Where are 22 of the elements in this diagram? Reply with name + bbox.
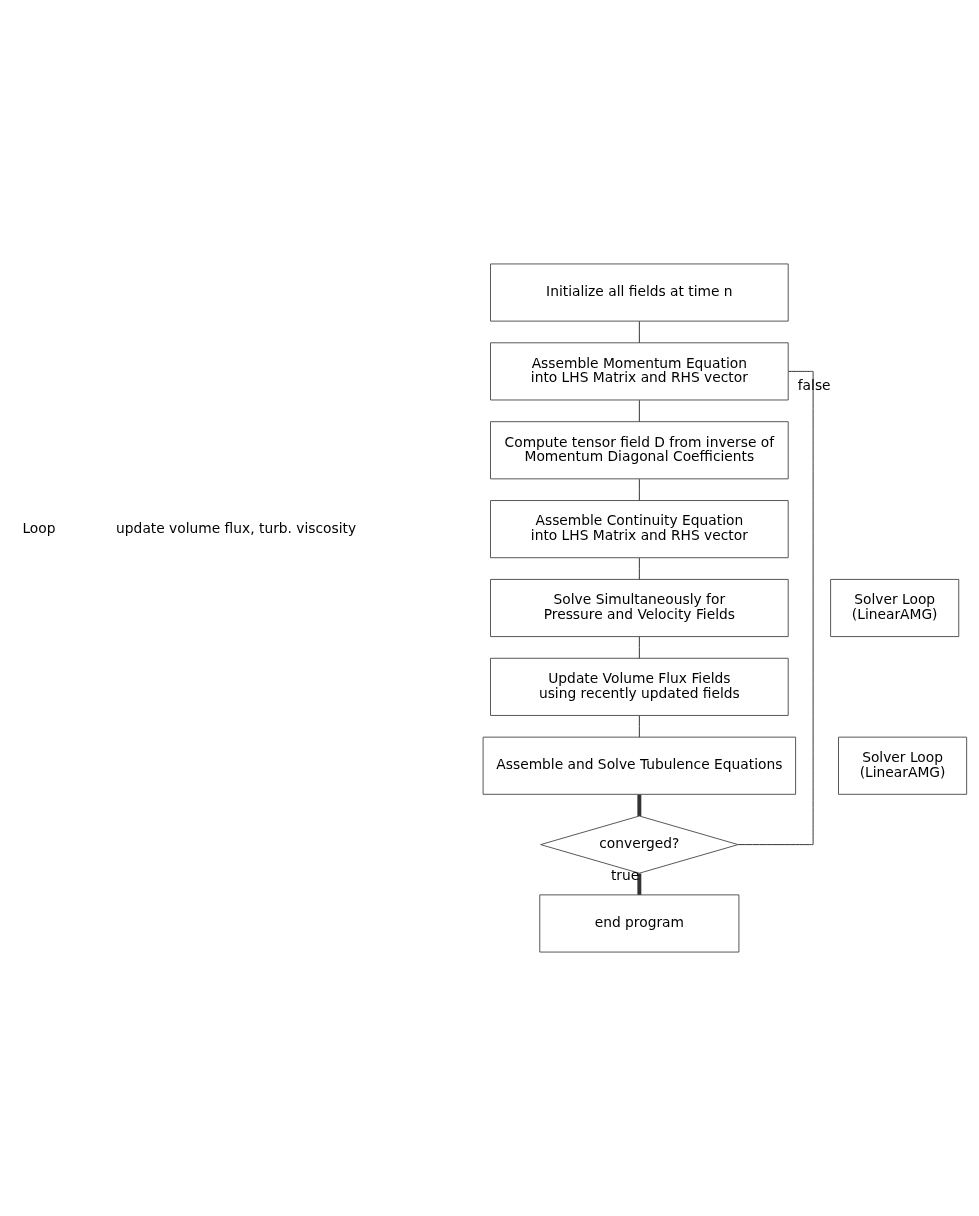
node-box: Initialize all fields at time n xyxy=(490,263,789,322)
node-box: Solver Loop (LinearAMG) xyxy=(830,578,960,638)
connector xyxy=(638,636,640,659)
label: update volume flux, turb. viscosity xyxy=(116,519,357,536)
connector xyxy=(638,399,640,423)
node-box: Assemble and Solve Tubulence Equations xyxy=(482,736,797,795)
node-box: Assemble Momentum Equation into LHS Matrix and RHS vector xyxy=(490,342,789,401)
node-box: Solve Simultaneously for Pressure and Velocity Fields xyxy=(490,578,789,638)
connector xyxy=(638,715,640,738)
label: Loop xyxy=(22,519,56,536)
connector xyxy=(638,557,640,580)
node-box: Assemble Continuity Equation into LHS Matrix and RHS vector xyxy=(490,500,789,559)
node-box: Update Volume Flux Fields using recently updated fields xyxy=(490,657,789,716)
connector xyxy=(637,873,642,895)
connector xyxy=(737,370,814,846)
connector xyxy=(637,794,642,816)
connector xyxy=(638,478,640,501)
node-box: Compute tensor field D from inverse of Momentum Diagonal Coefficients xyxy=(490,421,789,480)
edge-label: false xyxy=(797,376,831,393)
node-box: Solver Loop (LinearAMG) xyxy=(838,736,968,795)
connector xyxy=(638,320,640,344)
node-box: end program xyxy=(539,894,740,953)
